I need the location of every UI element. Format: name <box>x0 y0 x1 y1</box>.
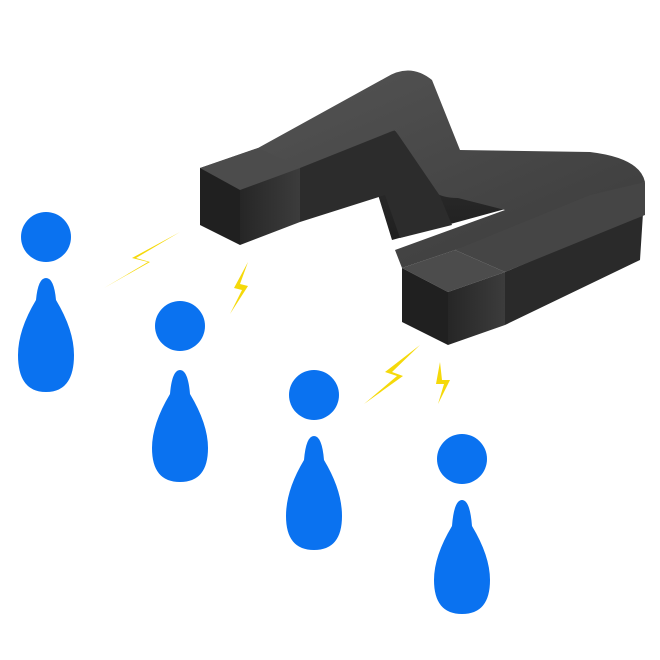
magnet-right-arm-side <box>448 272 505 345</box>
magnet-left-arm-side <box>240 168 300 245</box>
lightning-bolt-icon <box>436 362 450 404</box>
horseshoe-magnet-icon <box>200 70 645 345</box>
magnet-right-arm <box>402 250 505 292</box>
person-figure-icon <box>18 212 74 392</box>
magnet-right-arm-body <box>505 182 645 325</box>
magnet-left-arm <box>200 148 300 190</box>
sparks-group <box>104 232 450 404</box>
figures-group <box>18 212 490 614</box>
magnet-right-arm-top <box>455 182 645 272</box>
magnet-left-arm-front <box>200 168 240 245</box>
person-figure-icon <box>286 370 342 550</box>
lightning-bolt-icon <box>104 232 180 288</box>
magnet-right-arm-front <box>402 268 448 345</box>
lightning-bolt-icon <box>230 262 248 314</box>
magnet-left-arm-body <box>300 130 452 238</box>
person-figure-icon <box>434 434 490 614</box>
lightning-bolt-icon <box>364 345 420 404</box>
person-figure-icon <box>152 301 208 482</box>
